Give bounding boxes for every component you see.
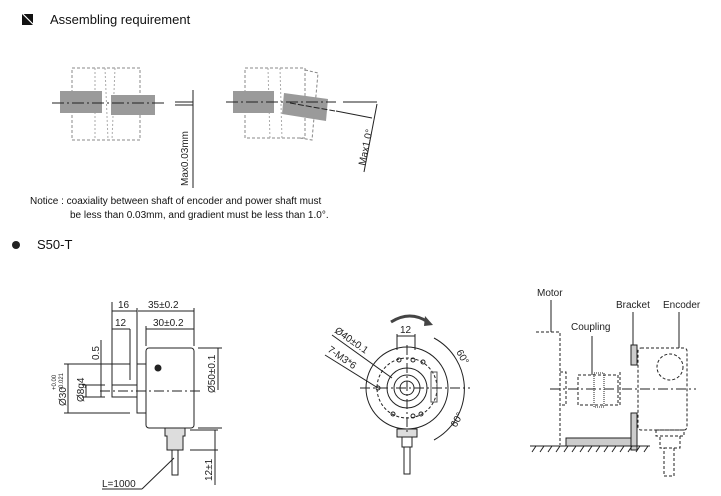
- dim-gland: 12±1: [204, 458, 215, 481]
- dim-spigot-lower: -0.021: [59, 372, 65, 390]
- dim-spigot: Ø30: [58, 387, 69, 406]
- bullet-icon: [12, 241, 20, 249]
- dim-body: Ø50±0.1: [207, 354, 218, 393]
- front-dim-12: 12: [400, 325, 412, 336]
- dim-shaft: Ø8g4: [76, 377, 87, 402]
- square-diagonal-icon-b: [23, 14, 33, 24]
- dim-35: 35±0.2: [148, 300, 179, 311]
- offset-label: Max0.03mm: [180, 131, 191, 186]
- dim-spigot-upper: +0.00: [52, 374, 58, 390]
- label-bracket: Bracket: [616, 300, 650, 311]
- side-view-drawing: 16 35±0.2 12 30±0.2 0.5 Ø8g4 Ø30 +0.00 -…: [52, 300, 222, 490]
- notice-line-2: be less than 0.03mm, and gradient must b…: [70, 210, 329, 221]
- dim-30: 30±0.2: [153, 318, 184, 329]
- angle-label: Max1.0°: [357, 128, 375, 166]
- installation-drawing: [536, 331, 688, 477]
- section-title-assembling: Assembling requirement: [50, 12, 191, 27]
- label-encoder: Encoder: [663, 300, 701, 311]
- front-view-drawing: 12 Ø40±0.1 7-M3*6 60° 60°: [324, 314, 470, 475]
- notice-line-1: Notice : coaxiality between shaft of enc…: [30, 196, 322, 207]
- front-angle-2: 60°: [449, 411, 466, 430]
- dim-12: 12: [115, 318, 127, 329]
- coaxial-diagram: Max0.03mm: [52, 67, 194, 188]
- section-title-model: S50-T: [37, 237, 73, 252]
- front-angle-1: 60°: [453, 348, 470, 367]
- square-diagonal-icon: [22, 14, 33, 25]
- installation-solid: Motor Coupling Bracket Encoder: [530, 288, 701, 453]
- label-motor: Motor: [537, 288, 563, 299]
- dim-0-5: 0.5: [91, 346, 102, 360]
- cable-length: L=1000: [102, 479, 136, 490]
- dim-16: 16: [118, 300, 130, 311]
- gradient-diagram: Max1.0°: [226, 67, 378, 173]
- label-coupling: Coupling: [571, 322, 610, 333]
